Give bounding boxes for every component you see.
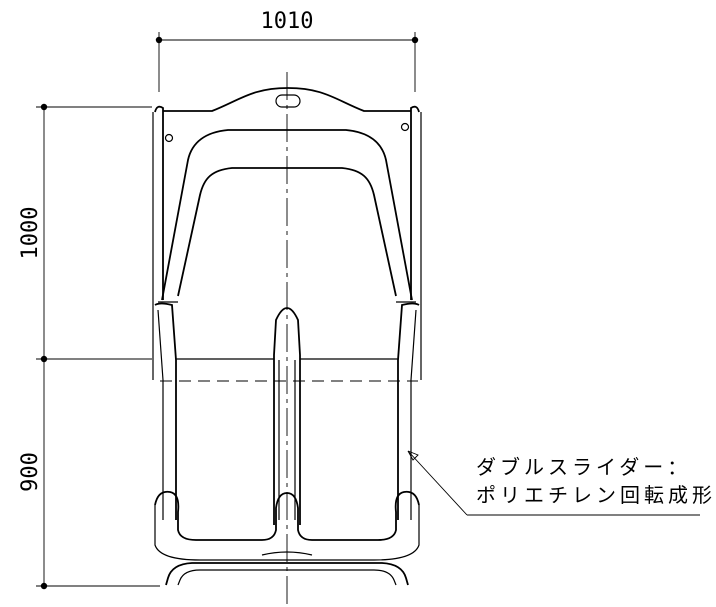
- width-label: 1010: [261, 9, 314, 34]
- dimension-endpoint: [411, 36, 419, 44]
- material-note: ダブルスライダー： ポリエチレン回転成形: [407, 450, 716, 516]
- dimension-endpoint: [40, 582, 48, 590]
- height-dimension: 1000 900: [18, 103, 160, 590]
- note-line-1: ダブルスライダー：: [476, 455, 691, 479]
- upper-height-label: 1000: [18, 207, 43, 260]
- dimension-endpoint: [40, 355, 48, 363]
- handle-hole: [275, 94, 301, 108]
- bolt: [400, 122, 410, 132]
- width-dimension: 1010: [155, 9, 419, 92]
- dimension-endpoint: [40, 103, 48, 111]
- bolt: [164, 133, 174, 143]
- note-line-2: ポリエチレン回転成形: [476, 483, 716, 507]
- dimension-endpoint: [155, 36, 163, 44]
- lower-height-label: 900: [18, 452, 43, 492]
